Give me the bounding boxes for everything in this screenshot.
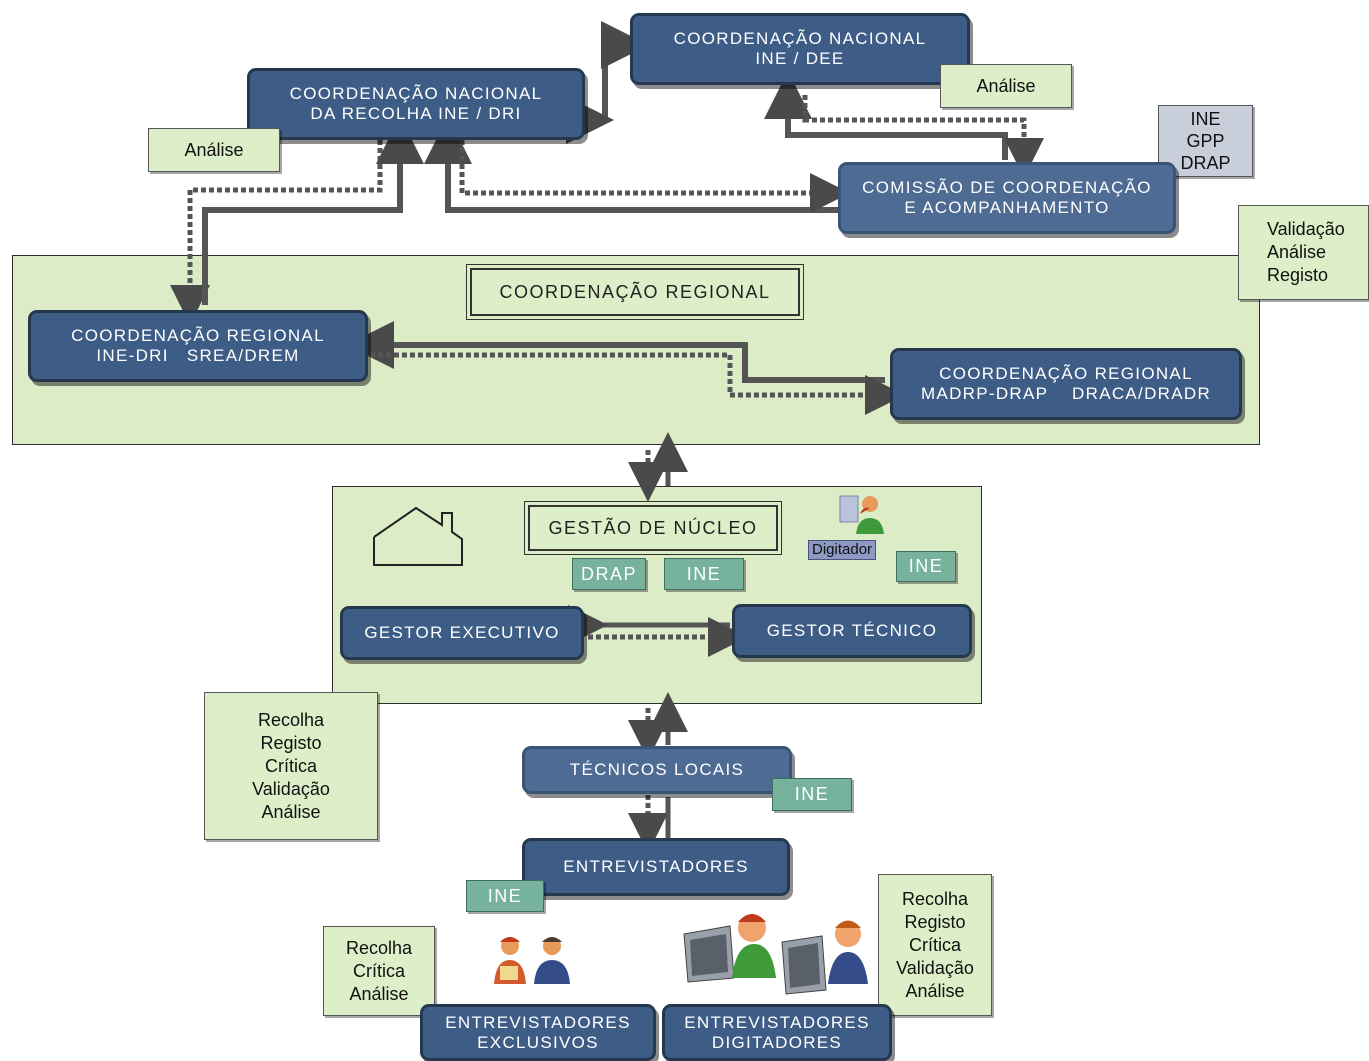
note-text: Análise bbox=[905, 980, 965, 1001]
note-analise-top: Análise bbox=[940, 64, 1072, 108]
node-line: ENTREVISTADORES bbox=[563, 857, 749, 876]
gestor-executivo: GESTOR EXECUTIVO bbox=[340, 606, 584, 660]
gestor-tecnico: GESTOR TÉCNICO bbox=[732, 604, 972, 658]
node-line: MADRP-DRAP DRACA/DRADR bbox=[920, 384, 1212, 403]
note-text: Crítica bbox=[908, 934, 961, 955]
tag-ine-digitador: INE bbox=[896, 551, 956, 582]
note-text: Análise bbox=[349, 983, 409, 1004]
coordenacao-regional-ine-dri: COORDENAÇÃO REGIONAL INE-DRI SREA/DREM bbox=[28, 310, 368, 382]
tag-ine-gestao: INE bbox=[664, 558, 744, 590]
node-line: E ACOMPANHAMENTO bbox=[904, 198, 1110, 217]
note-recolha-right: Recolha Registo Crítica Validação Anális… bbox=[878, 874, 992, 1016]
note-text: Crítica bbox=[264, 755, 317, 776]
note-text: DRAP bbox=[1180, 153, 1231, 173]
title-text: COORDENAÇÃO REGIONAL bbox=[499, 281, 771, 302]
note-text: Validação bbox=[252, 778, 330, 799]
note-ine-gpp-drap: INE GPP DRAP bbox=[1158, 105, 1253, 177]
note-text: DRAP bbox=[580, 563, 637, 584]
entrevistadores-digitadores: ENTREVISTADORES DIGITADORES bbox=[662, 1004, 892, 1061]
note-recolha-left: Recolha Crítica Análise bbox=[323, 926, 435, 1016]
node-line: COMISSÃO DE COORDENAÇÃO bbox=[862, 178, 1152, 197]
note-text: Crítica bbox=[352, 960, 405, 981]
title-text: GESTÃO DE NÚCLEO bbox=[548, 517, 758, 538]
note-text: Análise bbox=[976, 75, 1036, 96]
node-line: EXCLUSIVOS bbox=[477, 1032, 599, 1052]
node-line: COORDENAÇÃO NACIONAL bbox=[289, 84, 543, 103]
node-line: DA RECOLHA INE / DRI bbox=[310, 104, 522, 123]
node-line: TÉCNICOS LOCAIS bbox=[569, 760, 745, 779]
entrevistadores: ENTREVISTADORES bbox=[522, 838, 790, 896]
note-text: Registo bbox=[260, 732, 322, 753]
digitador-person-icon bbox=[839, 495, 884, 534]
note-text: Análise bbox=[184, 139, 244, 160]
note-text: INE bbox=[794, 784, 830, 804]
note-text: INE bbox=[686, 563, 722, 584]
note-text: Registo bbox=[904, 911, 966, 932]
tag-drap: DRAP bbox=[572, 558, 646, 590]
note-text: Recolha bbox=[901, 888, 969, 909]
gestao-de-nucleo: GESTÃO DE NÚCLEO bbox=[524, 501, 782, 555]
node-line: INE-DRI SREA/DREM bbox=[96, 346, 300, 365]
comissao-coordenacao-acompanhamento: COMISSÃO DE COORDENAÇÃO E ACOMPANHAMENTO bbox=[838, 162, 1176, 234]
node-line: COORDENAÇÃO REGIONAL bbox=[939, 364, 1193, 383]
note-text: INE bbox=[1190, 109, 1221, 129]
node-line: DIGITADORES bbox=[711, 1032, 843, 1052]
note-text: GPP bbox=[1186, 131, 1225, 151]
note-text: Validação bbox=[896, 957, 974, 978]
label-text: Digitador bbox=[812, 541, 873, 558]
node-line: ENTREVISTADORES bbox=[684, 1012, 870, 1032]
tag-ine-entrevistadores: INE bbox=[466, 880, 544, 912]
coordenacao-regional-title: COORDENAÇÃO REGIONAL bbox=[466, 264, 804, 320]
node-line: INE / DEE bbox=[755, 49, 845, 68]
node-line: ENTREVISTADORES bbox=[445, 1012, 631, 1032]
house-icon bbox=[373, 506, 463, 566]
node-line: GESTOR EXECUTIVO bbox=[364, 623, 560, 642]
node-line: COORDENAÇÃO REGIONAL bbox=[71, 326, 325, 345]
digitador-label: Digitador bbox=[808, 540, 877, 560]
note-text: Recolha bbox=[257, 709, 325, 730]
interviewers-people-icon bbox=[494, 937, 570, 984]
computer-operators-icon bbox=[683, 914, 868, 995]
note-recolha-middle: Recolha Registo Crítica Validação Anális… bbox=[204, 692, 378, 840]
note-text: Recolha bbox=[345, 937, 413, 958]
note-text: INE bbox=[487, 885, 523, 906]
coordenacao-nacional-ine-dee: COORDENAÇÃO NACIONAL INE / DEE bbox=[630, 13, 970, 85]
coordenacao-nacional-recolha-ine-dri: COORDENAÇÃO NACIONAL DA RECOLHA INE / DR… bbox=[247, 68, 585, 140]
note-text: INE bbox=[908, 556, 944, 576]
note-analise-left: Análise bbox=[148, 128, 280, 172]
note-text: Análise bbox=[261, 801, 321, 822]
entrevistadores-exclusivos: ENTREVISTADORES EXCLUSIVOS bbox=[420, 1004, 656, 1061]
note-text: Validação bbox=[1267, 219, 1345, 239]
note-text: Registo bbox=[1267, 265, 1329, 285]
node-line: COORDENAÇÃO NACIONAL bbox=[673, 29, 927, 48]
note-text: Análise bbox=[1267, 242, 1327, 262]
node-line: GESTOR TÉCNICO bbox=[766, 621, 938, 640]
note-validacao-analise-registo: Validação Análise Registo bbox=[1238, 205, 1369, 300]
coordenacao-regional-madrp: COORDENAÇÃO REGIONAL MADRP-DRAP DRACA/DR… bbox=[890, 348, 1242, 420]
tag-ine-tecnicos: INE bbox=[772, 778, 852, 811]
tecnicos-locais: TÉCNICOS LOCAIS bbox=[522, 746, 792, 794]
